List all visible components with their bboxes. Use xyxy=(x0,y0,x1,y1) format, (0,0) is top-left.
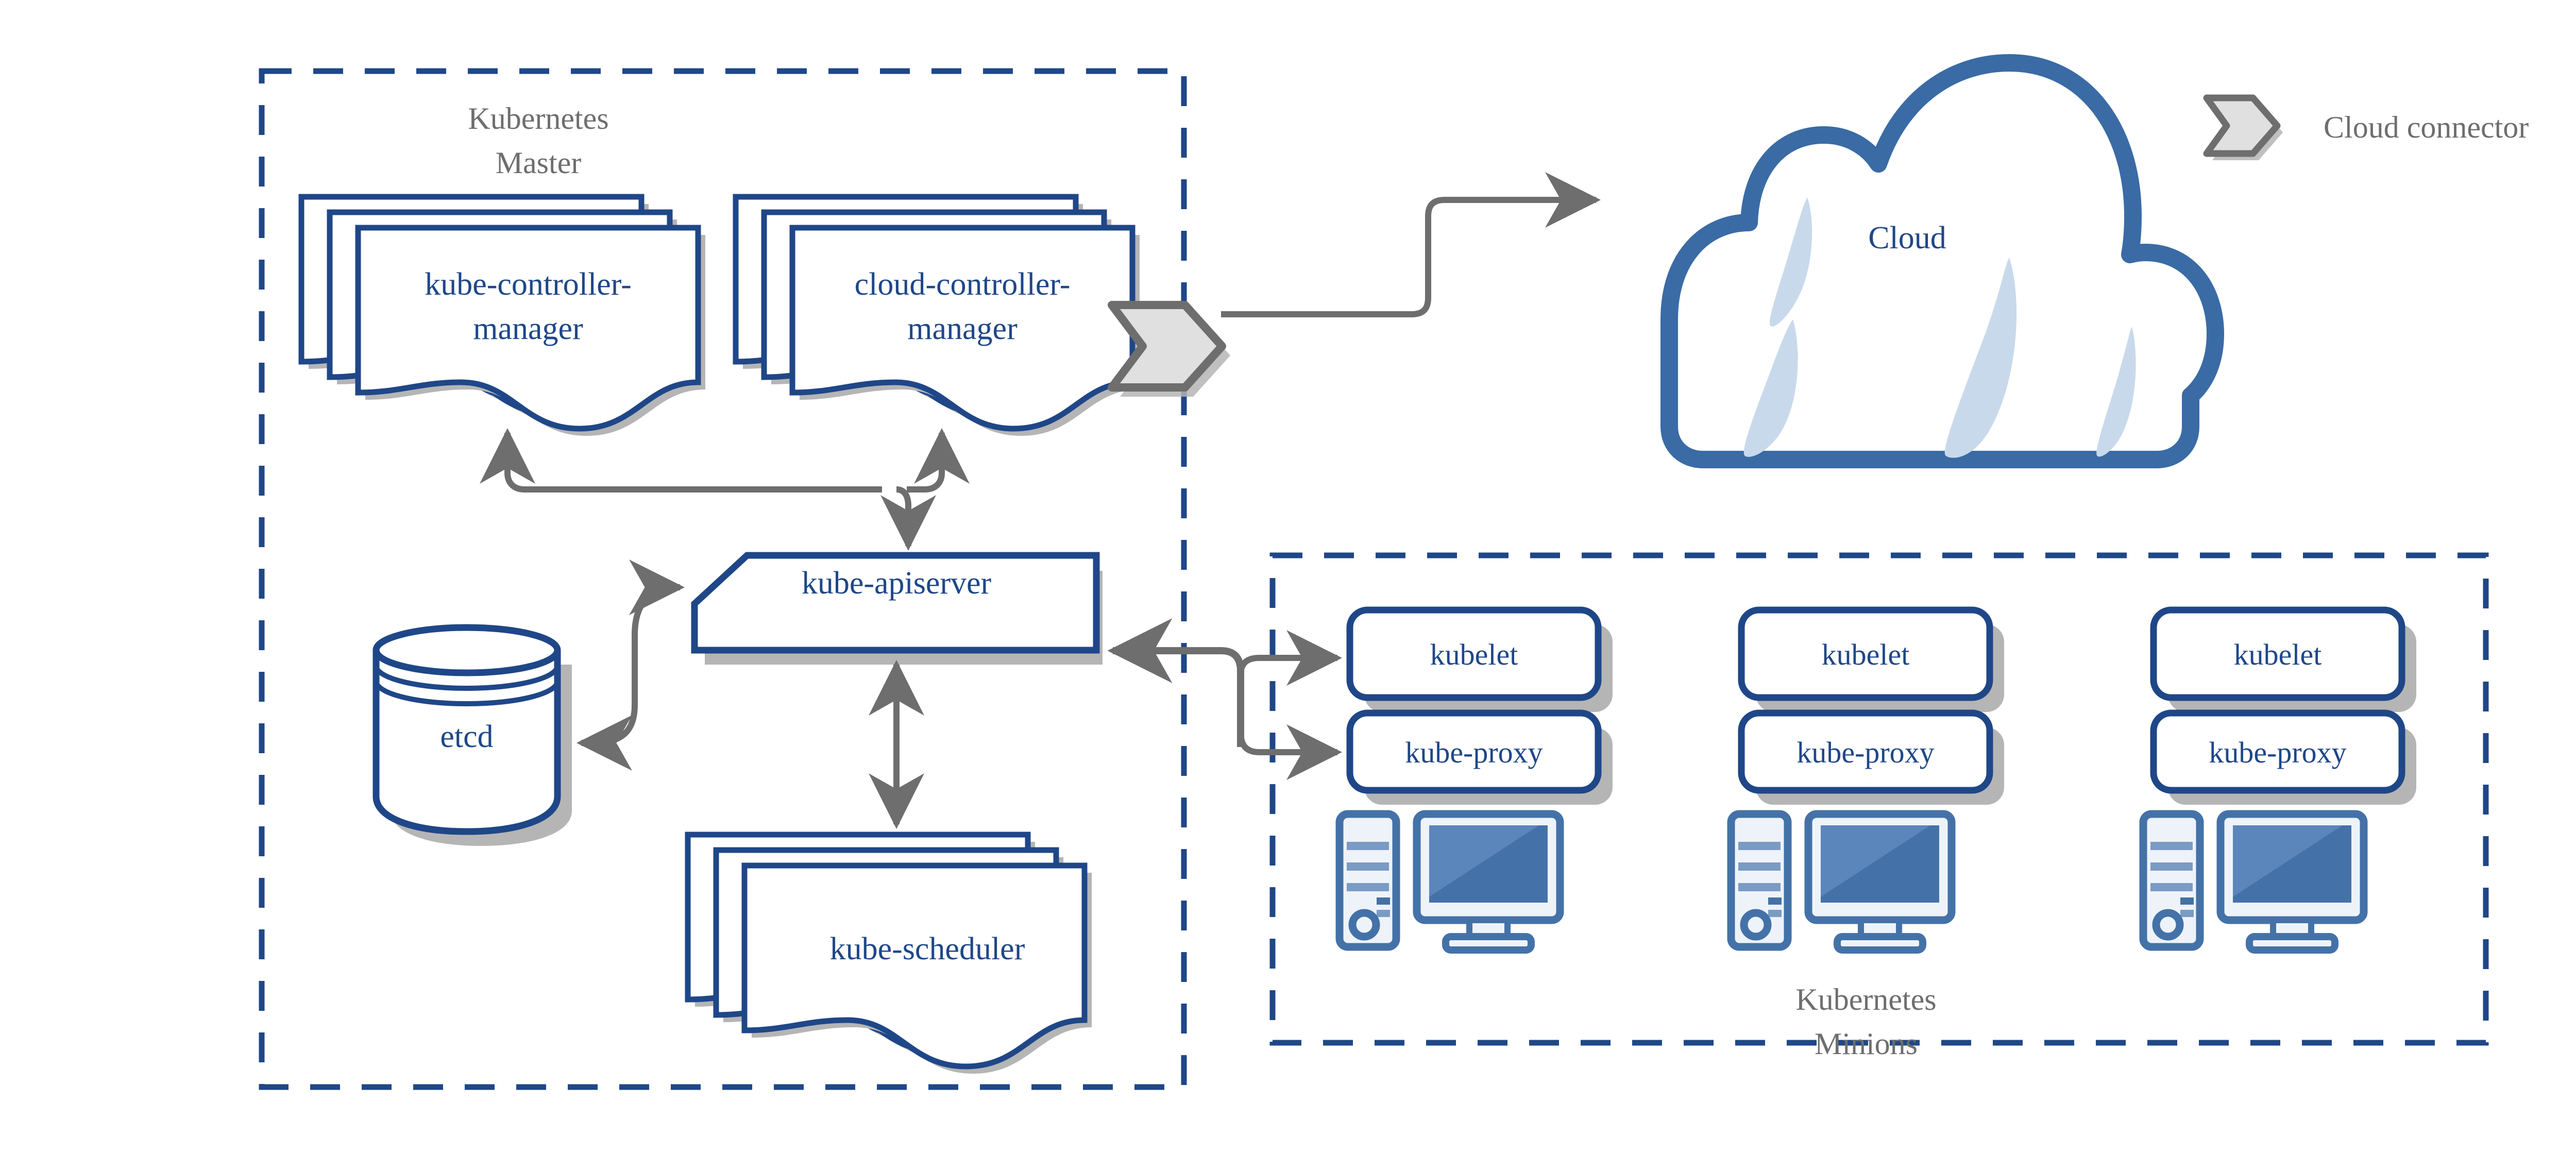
kube-controller-manager-label-line1: kube-controller- xyxy=(425,267,632,302)
minion-trunk xyxy=(1107,618,1244,747)
group-box-kubernetes-master xyxy=(259,68,1187,1090)
legend-cloud-connector-icon xyxy=(2203,94,2283,160)
minions-dashed-border xyxy=(1269,552,2489,1046)
cloud-accent-shapes xyxy=(1743,197,2136,458)
etcd-top-ring-2 xyxy=(374,665,560,691)
minion-2-kube-proxy-label: kube-proxy xyxy=(1797,736,1934,769)
etcd-label: etcd xyxy=(440,719,493,754)
connector-apiserver-to-controller-managers xyxy=(480,428,970,551)
minion-1-computer-icon xyxy=(1335,810,1564,954)
cloud-controller-manager-label-line2: manager xyxy=(907,311,1018,346)
etcd-top-ring-3 xyxy=(374,681,560,707)
minion-2-kube-proxy-box[interactable]: kube-proxy xyxy=(1738,709,2004,805)
minion-1-kube-proxy-box[interactable]: kube-proxy xyxy=(1346,709,1613,805)
minions-group-label: Kubernetes Minions xyxy=(1795,982,1936,1061)
legend-cloud-connector-label: Cloud connector xyxy=(2324,110,2529,144)
kube-controller-manager-label-line2: manager xyxy=(473,311,583,346)
master-label-line1: Kubernetes xyxy=(468,101,608,135)
minion-node-3: kubelet kube-proxy xyxy=(2139,606,2416,954)
kube-apiserver-shape xyxy=(691,552,1100,654)
group-box-kubernetes-minions xyxy=(1269,552,2489,1046)
minion-2-kubelet-label: kubelet xyxy=(1822,638,1910,671)
connector-ccm-to-cloud xyxy=(1221,172,1601,317)
master-dashed-border xyxy=(259,68,1187,1090)
minion-3-kubelet-box[interactable]: kubelet xyxy=(2150,606,2416,712)
cloud-label: Cloud xyxy=(1868,221,1946,256)
node-kube-apiserver[interactable]: kube-apiserver xyxy=(691,552,1103,665)
node-cloud-controller-manager[interactable]: cloud-controller- manager xyxy=(736,197,1140,436)
node-etcd[interactable]: etcd xyxy=(372,624,572,846)
branch-right xyxy=(907,428,970,493)
master-group-label: Kubernetes Master xyxy=(468,101,608,180)
minions-label-line1: Kubernetes xyxy=(1795,982,1936,1016)
branch-trunk xyxy=(880,486,936,551)
minion-3-kubelet-label: kubelet xyxy=(2234,638,2322,671)
minion-2-kubelet-box[interactable]: kubelet xyxy=(1738,606,2004,712)
minion-3-computer-icon xyxy=(2139,810,2368,954)
master-label-line2: Master xyxy=(496,146,582,180)
minion-3-kube-proxy-label: kube-proxy xyxy=(2209,736,2346,769)
kube-apiserver-label: kube-apiserver xyxy=(802,566,992,601)
etcd-top-ring-1 xyxy=(372,624,561,676)
minion-1-kube-proxy-label: kube-proxy xyxy=(1405,736,1543,769)
node-cloud[interactable]: Cloud xyxy=(1660,54,2224,468)
branch-left xyxy=(480,428,882,493)
minion-1-kubelet-box[interactable]: kubelet xyxy=(1346,606,1613,712)
kube-scheduler-label: kube-scheduler xyxy=(830,931,1025,967)
node-kube-scheduler[interactable]: kube-scheduler xyxy=(688,835,1092,1074)
cloud-outline xyxy=(1660,54,2224,468)
connector-apiserver-to-minions xyxy=(1107,618,1342,780)
minion-node-1: kubelet kube-proxy xyxy=(1335,606,1613,954)
minion-2-computer-icon xyxy=(1727,810,1956,954)
minion-3-kube-proxy-box[interactable]: kube-proxy xyxy=(2150,709,2416,805)
connector-apiserver-etcd xyxy=(577,559,685,771)
cloud-connector-chevron-icon xyxy=(1108,301,1230,397)
legend: Cloud connector xyxy=(2203,94,2529,160)
minion-node-2: kubelet kube-proxy xyxy=(1727,606,2004,954)
minion-1-kubelet-label: kubelet xyxy=(1430,638,1518,671)
minions-label-line2: Minions xyxy=(1815,1027,1918,1061)
branch-to-kube-proxy xyxy=(1238,724,1342,780)
node-kube-controller-manager[interactable]: kube-controller- manager xyxy=(301,197,705,436)
etcd-body xyxy=(372,650,561,835)
cloud-controller-manager-label-line1: cloud-controller- xyxy=(855,267,1071,302)
branch-to-kubelet xyxy=(1238,630,1342,686)
